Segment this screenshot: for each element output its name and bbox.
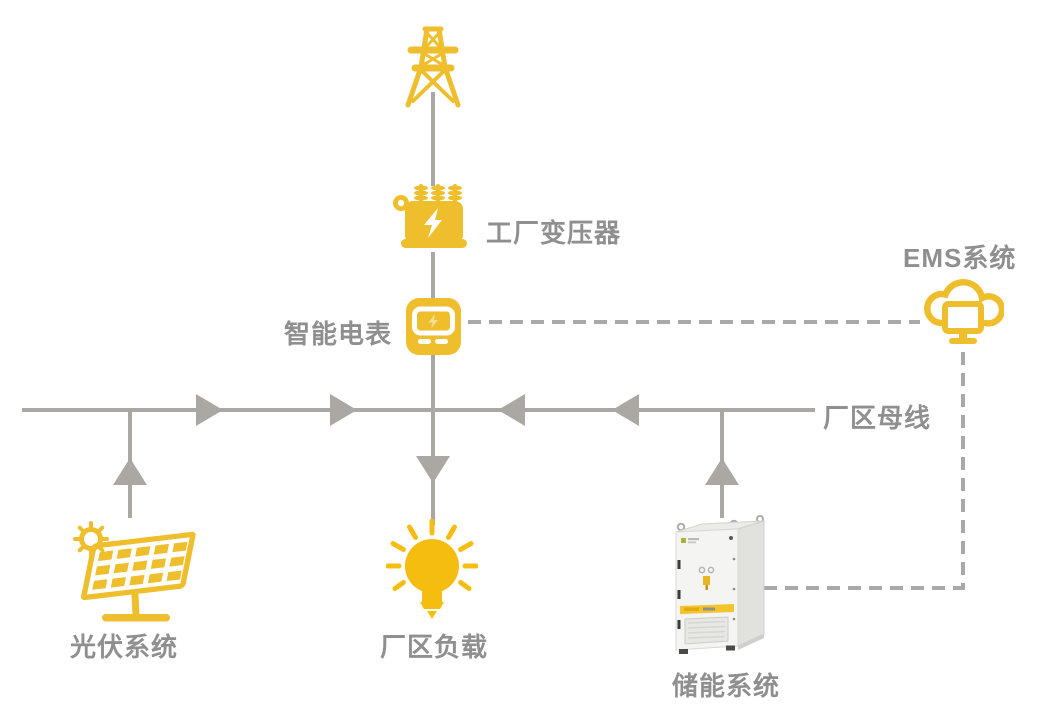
transmission-tower-icon xyxy=(402,24,464,115)
dashed-link-meter-to-ems xyxy=(468,320,920,324)
smart-meter-label: 智能电表 xyxy=(283,319,392,349)
line-tower-to-transformer xyxy=(431,92,435,186)
line-meter-to-load xyxy=(431,355,435,525)
flow-arrow-right-icon xyxy=(330,394,357,426)
busbar-line xyxy=(22,408,815,412)
light-bulb-icon xyxy=(385,516,479,631)
dashed-link-ems-down xyxy=(961,352,965,590)
solar-panel-icon xyxy=(66,520,200,631)
ems-label: EMS系统 xyxy=(903,243,1017,273)
flow-arrow-down-icon xyxy=(416,456,450,483)
flow-arrow-left-icon xyxy=(612,394,639,426)
flow-arrow-up-icon xyxy=(705,458,739,485)
load-label: 厂区负载 xyxy=(380,632,489,662)
flow-arrow-up-icon xyxy=(113,458,147,485)
flow-arrow-right-icon xyxy=(196,394,223,426)
battery-cabinet-image xyxy=(672,514,768,661)
dashed-link-ems-to-storage xyxy=(764,586,964,590)
flow-arrow-left-icon xyxy=(498,394,525,426)
transformer-icon xyxy=(391,182,475,259)
smart-meter-icon xyxy=(406,298,461,360)
storage-label: 储能系统 xyxy=(672,671,781,701)
transformer-label: 工厂变压器 xyxy=(486,218,622,248)
busbar-label: 厂区母线 xyxy=(823,403,932,433)
line-transformer-to-meter xyxy=(431,252,435,299)
pv-label: 光伏系统 xyxy=(70,632,179,662)
cloud-monitor-icon xyxy=(920,270,1006,357)
